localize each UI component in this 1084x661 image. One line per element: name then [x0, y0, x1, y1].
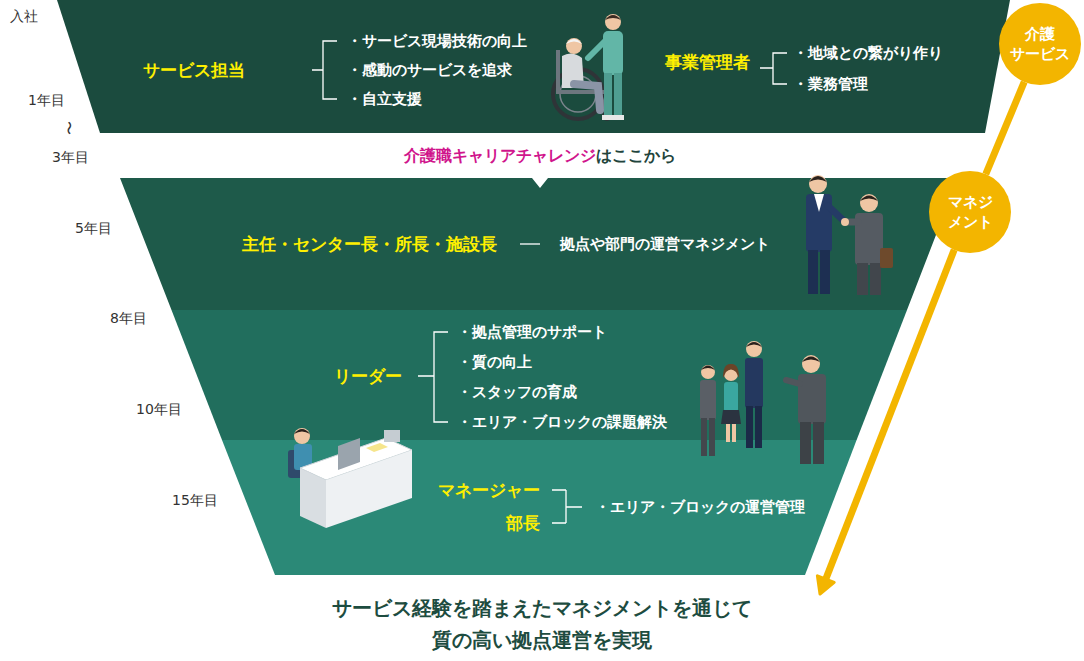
band-shape — [120, 178, 958, 310]
career-band: リーダー ・拠点管理のサポート・質の向上・スタッフの育成・エリア・ブロックの課題解… — [171, 310, 907, 440]
duty-item: ・業務管理 — [793, 74, 868, 94]
career-band: 主任・センター長・所長・施設長 拠点や部門の運営マネジメント — [120, 178, 958, 310]
circle-shape — [999, 3, 1081, 85]
band-shape — [57, 0, 1010, 133]
circle-label: 介護 サービス — [1003, 24, 1077, 64]
role-title: リーダー — [334, 366, 402, 386]
year-label: 3年目 — [52, 147, 89, 167]
duty-item: ・地域との繋がり作り — [793, 43, 943, 63]
year-label: 8年目 — [110, 308, 147, 328]
duty-item: ・拠点管理のサポート — [457, 322, 607, 342]
challenge-text: 介護職キャリアチャレンジ — [404, 146, 596, 166]
track-arrow — [817, 576, 834, 594]
circle-label: マネジ メント — [933, 192, 1007, 232]
band-shape — [222, 440, 857, 575]
duty-item: ・エリア・ブロックの課題解決 — [457, 412, 667, 432]
track-circle: 介護 サービス — [999, 3, 1081, 85]
band-shape — [172, 310, 908, 440]
duty-item: 拠点や部門の運営マネジメント — [560, 234, 770, 254]
role-title: マネージャー — [438, 480, 540, 500]
duty-item: ・質の向上 — [457, 352, 532, 372]
challenge-text: はここから — [596, 146, 676, 166]
role-title: 部長 — [506, 513, 540, 533]
role-title: 事業管理者 — [665, 52, 750, 72]
duty-item: ・自立支援 — [347, 89, 422, 109]
year-label: 10年目 — [136, 399, 182, 419]
career-band: マネージャー部長 ・エリア・ブロックの運営管理 — [222, 440, 857, 575]
circle-shape — [929, 171, 1011, 253]
range-mark: 〜 — [59, 121, 79, 135]
year-label: 5年目 — [75, 218, 112, 238]
duty-item: ・エリア・ブロックの運営管理 — [595, 497, 805, 517]
track-circle: マネジ メント — [929, 171, 1011, 253]
duty-item: ・スタッフの育成 — [457, 382, 577, 402]
year-label: 入社 — [10, 6, 38, 26]
circle-shape — [929, 171, 1011, 253]
role-title: 主任・センター長・所長・施設長 — [242, 234, 497, 254]
role-title: サービス担当 — [143, 60, 245, 80]
duty-item: ・感動のサービスを追求 — [347, 60, 512, 80]
year-label: 1年目 — [28, 90, 65, 110]
year-label: 15年目 — [172, 490, 218, 510]
career-band: サービス担当・サービス現場技術の向上・感動のサービスを追求・自立支援事業管理者・… — [57, 0, 1010, 133]
duty-item: ・サービス現場技術の向上 — [347, 31, 527, 51]
circle-shape — [999, 3, 1081, 85]
caption-text: サービス経験を踏まえたマネジメントを通じて 質の高い拠点運営を実現 — [292, 592, 792, 656]
